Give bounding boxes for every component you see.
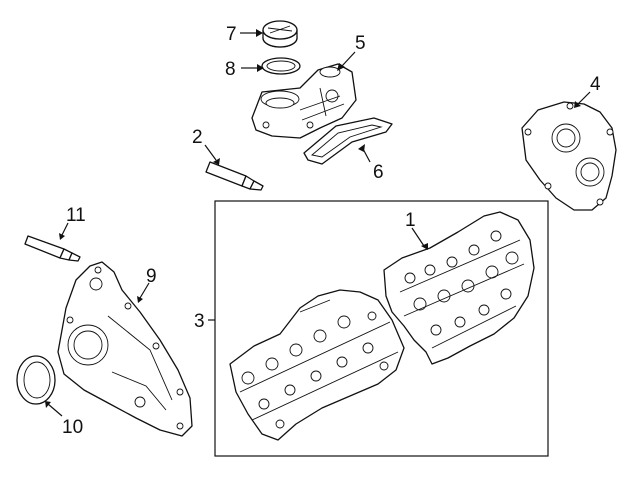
arrow-2: [213, 158, 220, 165]
part-3-cylinder-head: [229, 289, 405, 441]
arrow-10: [45, 401, 51, 408]
part-1-cylinder-head: [383, 211, 535, 365]
arrow-7: [256, 29, 263, 37]
arrow-6: [358, 144, 365, 152]
part-11-sealant-tube: [24, 235, 81, 262]
callout-3: 3: [194, 311, 205, 332]
callout-2: 2: [192, 127, 203, 148]
callout-10: 10: [62, 417, 83, 438]
part-9-engine-cover: [57, 261, 193, 437]
arrow-1: [421, 243, 428, 250]
callout-4: 4: [590, 74, 601, 95]
callout-6: 6: [373, 162, 384, 183]
part-2-sealant-tube: [205, 161, 264, 191]
arrow-4: [574, 101, 581, 108]
arrow-5: [337, 63, 345, 71]
callout-11: 11: [66, 205, 86, 226]
callout-9: 9: [146, 266, 157, 287]
part-5-valve-cover: [251, 63, 357, 139]
leader-10: [47, 403, 63, 417]
part-7-filler-cap: [262, 20, 298, 48]
leader-lines: [47, 32, 591, 417]
leader-2: [204, 144, 217, 161]
arrow-8: [257, 64, 264, 72]
part-10-seal: [16, 355, 56, 405]
leader-1: [411, 227, 425, 247]
callout-7: 7: [226, 24, 237, 45]
part-6-gasket: [303, 117, 393, 165]
leader-9: [139, 282, 150, 299]
callout-5: 5: [355, 33, 366, 54]
part-4-timing-cover: [521, 101, 617, 211]
part-3-frame: [214, 200, 549, 457]
arrowheads: [45, 29, 581, 408]
callout-8: 8: [225, 59, 236, 80]
leader-4: [577, 91, 591, 105]
arrow-9: [137, 296, 143, 303]
part-8-o-ring: [261, 57, 301, 75]
leader-11: [61, 222, 69, 236]
callout-1: 1: [405, 210, 416, 231]
leader-5: [341, 51, 356, 67]
arrow-11: [59, 233, 65, 240]
